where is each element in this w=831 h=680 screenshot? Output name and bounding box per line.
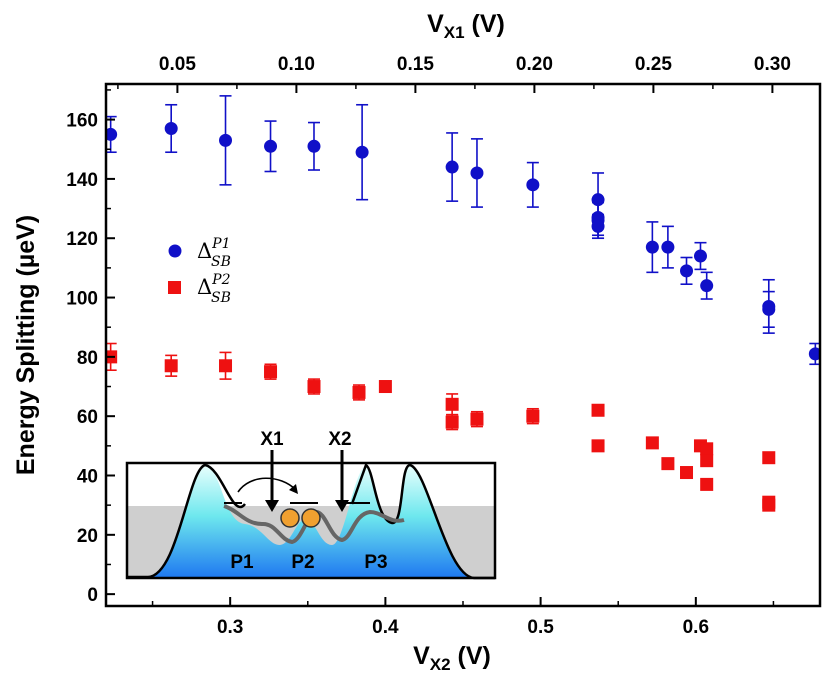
- data-point: [680, 466, 694, 480]
- y-tick-label: 40: [77, 467, 98, 488]
- data-point: [700, 454, 714, 468]
- y-tick-label: 100: [66, 289, 98, 310]
- data-point: [164, 121, 178, 135]
- data-point: [762, 498, 776, 512]
- data-point: [645, 436, 659, 450]
- inset-potential-fill: [148, 465, 474, 578]
- data-point: [680, 264, 694, 278]
- x-top-axis-title-sub: X1: [444, 23, 465, 42]
- data-point: [693, 249, 707, 263]
- data-point: [591, 219, 605, 233]
- data-point: [661, 457, 675, 471]
- inset-frame: [125, 461, 497, 580]
- y-tick-label: 0: [87, 585, 98, 606]
- data-point: [264, 365, 278, 379]
- x-top-tick-label: 0.30: [754, 54, 791, 75]
- inset-label-x2: X2: [328, 429, 351, 450]
- data-point: [307, 139, 321, 153]
- inset-electron-left: [280, 508, 300, 528]
- x-top-tick-label: 0.20: [516, 54, 553, 75]
- series-1: [106, 95, 820, 366]
- data-point: [470, 166, 484, 180]
- data-point: [645, 240, 659, 254]
- x-top-tick-label: 0.25: [635, 54, 672, 75]
- data-point: [526, 178, 540, 192]
- data-point: [700, 279, 714, 293]
- data-point: [700, 442, 714, 456]
- inset-electron-right: [301, 508, 321, 528]
- y-axis-title: Energy Splitting (µeV): [12, 215, 40, 475]
- data-point: [219, 133, 233, 147]
- data-point: [762, 451, 776, 465]
- data-point: [526, 409, 540, 423]
- y-tick-label: 80: [77, 348, 98, 369]
- x-top-tick-label: 0.15: [397, 54, 434, 75]
- x-top-tick-label: 0.05: [159, 54, 196, 75]
- inset-label-x1: X1: [260, 429, 284, 450]
- data-point: [445, 160, 459, 174]
- inset-schematic: X1 X2 P1 P2 P3: [125, 429, 497, 580]
- inset-x2-gate-arrowhead: [335, 500, 349, 512]
- data-point: [808, 347, 820, 361]
- data-point: [591, 439, 605, 453]
- data-point: [445, 397, 459, 411]
- inset-curved-arrow: [237, 477, 297, 493]
- inset-x1-gate-arrowhead: [265, 500, 279, 512]
- axes: 0.3 0.4 0.5 0.6 0.05 0.10 0.15 0.20 0.25 0.30 0 20 4…: [66, 54, 791, 638]
- data-point: [470, 412, 484, 426]
- data-point: [762, 302, 776, 316]
- legend-marker-p1: [168, 244, 182, 258]
- inset-label-p3: P3: [364, 552, 387, 573]
- y-tick-label: 20: [77, 526, 98, 547]
- data-point: [264, 139, 278, 153]
- inset-label-p1: P1: [230, 552, 254, 573]
- plot-marks: [106, 95, 820, 512]
- x-bottom-tick-label: 0.6: [683, 617, 709, 638]
- data-point: [355, 145, 369, 159]
- y-tick-label: 60: [77, 407, 98, 428]
- data-point: [591, 403, 605, 417]
- x-bottom-tick-label: 0.5: [527, 617, 554, 638]
- y-tick-label: 160: [66, 111, 98, 132]
- x-bottom-tick-label: 0.4: [372, 617, 399, 638]
- data-point: [219, 359, 233, 373]
- data-point: [661, 240, 675, 254]
- x-top-tick-label: 0.10: [278, 54, 315, 75]
- x-bottom-axis-title: VX2 (V): [413, 642, 491, 674]
- x-bottom-axis-title-sub: X2: [430, 655, 451, 674]
- data-point: [700, 477, 714, 491]
- data-point: [445, 415, 459, 429]
- data-point: [307, 380, 321, 394]
- y-tick-label: 140: [66, 170, 98, 191]
- data-point: [352, 385, 366, 399]
- x-bottom-tick-label: 0.3: [217, 617, 243, 638]
- inset-label-p2: P2: [291, 552, 314, 573]
- data-point: [378, 380, 392, 394]
- data-point: [164, 359, 178, 373]
- inset-potential-outline: [127, 463, 495, 580]
- data-point: [106, 127, 118, 141]
- x-top-axis-title: VX1 (V): [427, 10, 505, 42]
- series-2: [106, 342, 776, 512]
- legend-marker-p2: [168, 281, 181, 294]
- y-tick-label: 120: [66, 229, 98, 250]
- inset-curved-arrowhead: [289, 484, 298, 494]
